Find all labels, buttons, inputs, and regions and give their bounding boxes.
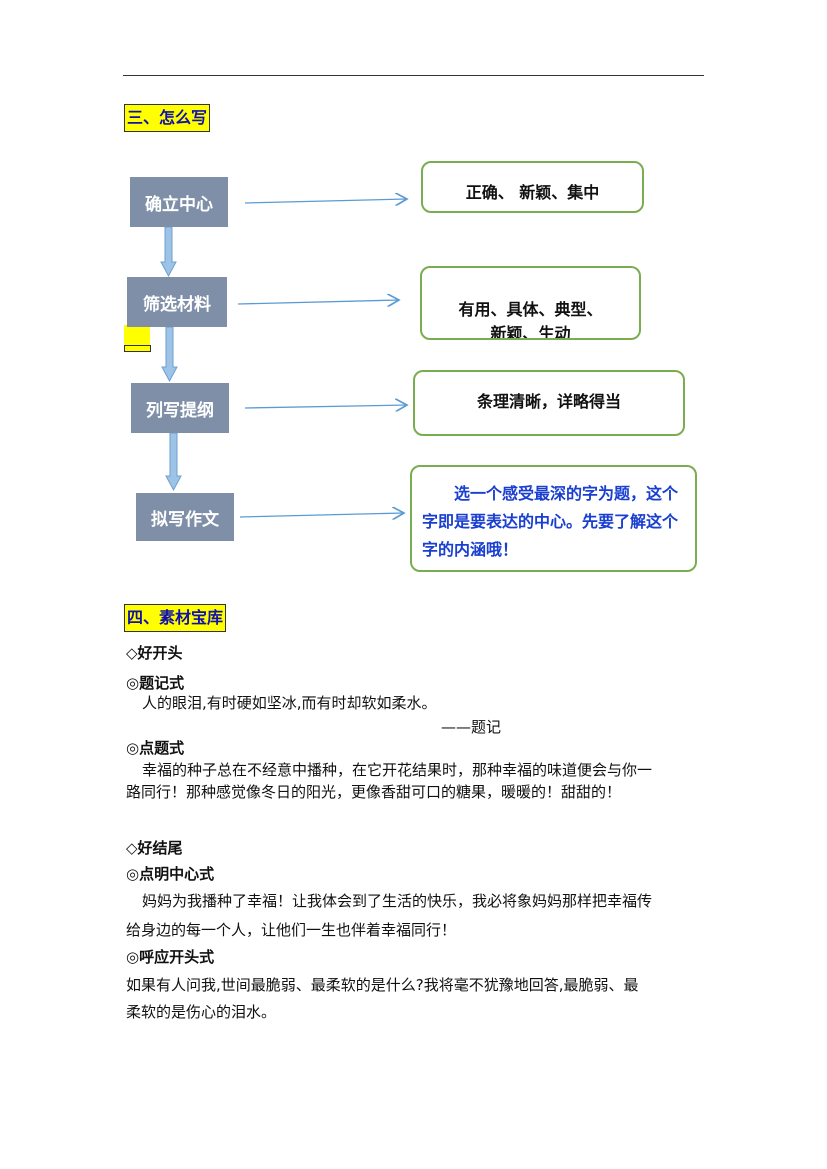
arrow-3 [244, 405, 407, 408]
start-style-1-text: 人的眼泪,有时硬如坚冰,而有时却软如柔水。 [142, 694, 437, 712]
start-style-2-line2: 路同行！那种感觉像冬日的阳光，更像香甜可口的糖果，暖暖的！甜甜的！ [126, 783, 622, 801]
arrow-2 [237, 300, 399, 304]
flow-step-1: 确立中心 [130, 177, 228, 227]
end-style-2-line2: 柔软的是伤心的泪水。 [126, 1003, 277, 1021]
header-rule [123, 75, 704, 76]
end-style-1-line2: 给身边的每一个人，让他们一生也伴着幸福同行！ [126, 921, 457, 939]
start-style-1-attrib: ——题记 [441, 718, 502, 736]
flow-step-4: 拟写作文 [136, 493, 234, 541]
arrow-4 [239, 513, 404, 517]
end-style-2-line1: 如果有人问我,世间最脆弱、最柔软的是什么?我将毫不犹豫地回答,最脆弱、最 [126, 976, 639, 994]
good-end-heading: ◇好结尾 [126, 839, 183, 857]
flow-note-3-text: 条理清晰，详略得当 [476, 392, 621, 411]
section4-title: 四、素材宝库 [124, 604, 227, 632]
good-start-heading: ◇好开头 [126, 644, 183, 662]
highlight-mark-box [124, 345, 151, 352]
end-style-1-line1: 妈妈为我播种了幸福！让我体会到了生活的快乐，我必将象妈妈那样把幸福传 [142, 892, 653, 910]
flow-note-1: 正确、 新颖、集中 [421, 161, 644, 213]
end-style-2-title: ◎呼应开头式 [126, 948, 215, 966]
start-style-2-line1: 幸福的种子总在不经意中播种，在它开花结果时，那种幸福的味道便会与你一 [142, 761, 653, 779]
flow-step-3: 列写提纲 [131, 383, 229, 433]
flow-note-3: 条理清晰，详略得当 [413, 370, 685, 436]
flow-step-2: 筛选材料 [127, 277, 227, 327]
end-style-1-title: ◎点明中心式 [126, 865, 215, 883]
flow-note-4-text: 选一个感受最深的字为题，这个字即是要表达的中心。先要了解这个字的内涵哦！ [422, 484, 679, 559]
section3-title: 三、怎么写 [124, 104, 211, 132]
start-style-1-title: ◎题记式 [126, 674, 185, 692]
flow-arrows [160, 0, 827, 600]
flow-note-2: 有用、具体、典型、新颖、生动 [420, 266, 641, 340]
start-style-2-title: ◎点题式 [126, 739, 185, 757]
down-arrow-2 [161, 326, 178, 383]
flow-note-1-text: 正确、 新颖、集中 [465, 183, 600, 202]
flow-note-4: 选一个感受最深的字为题，这个字即是要表达的中心。先要了解这个字的内涵哦！ [410, 465, 697, 572]
arrow-1 [244, 199, 407, 203]
down-arrow-3 [165, 432, 182, 492]
down-arrow-1 [160, 226, 177, 278]
flow-note-2-line2: 新颖、生动 [490, 324, 571, 340]
highlight-mark [124, 325, 150, 347]
flow-note-2-line1: 有用、具体、典型、 [458, 300, 603, 319]
